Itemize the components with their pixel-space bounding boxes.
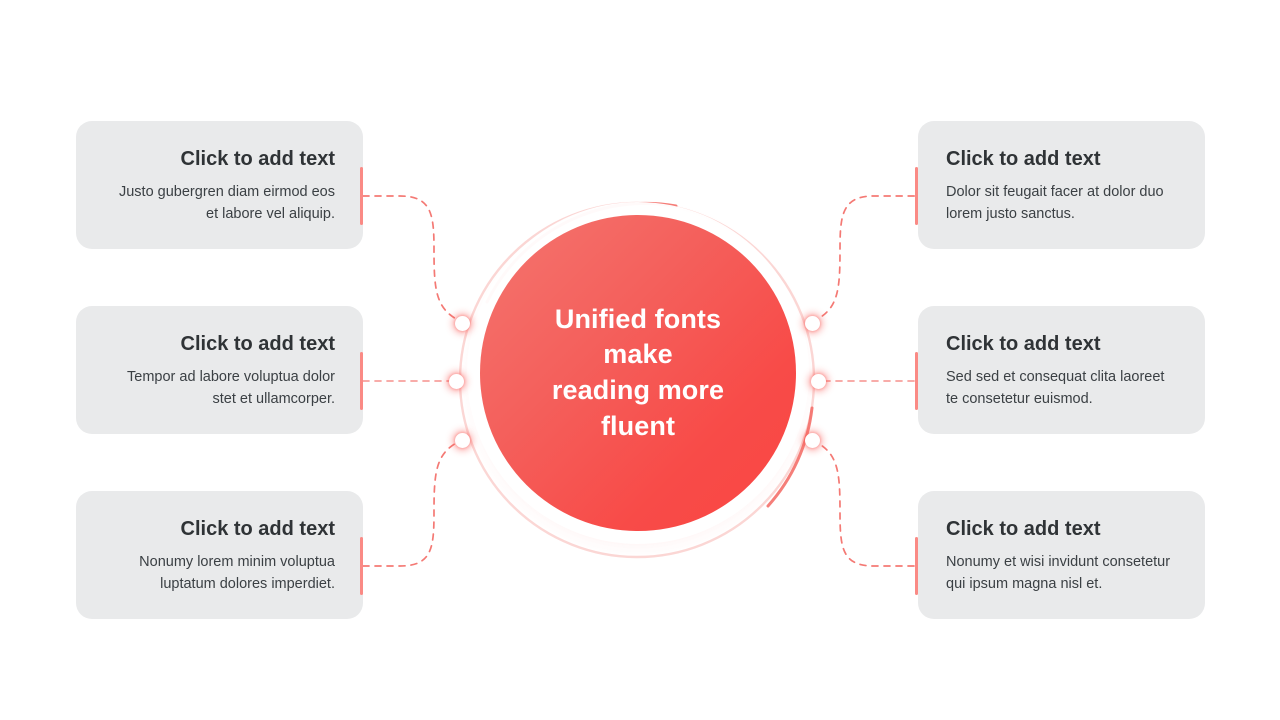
card-body: Nonumy et wisi invidunt consetetur qui i… <box>946 554 1171 593</box>
card-title: Click to add text <box>946 148 1101 170</box>
card-body: Tempor ad labore voluptua dolor stet et … <box>127 369 335 408</box>
card-title: Click to add text <box>180 518 335 540</box>
card-title: Click to add text <box>180 148 335 170</box>
node-dot-top-right[interactable] <box>805 316 820 331</box>
connector-top-left <box>362 195 463 323</box>
accent-bar-top-left <box>360 167 363 225</box>
node-dot-bottom-right[interactable] <box>805 433 820 448</box>
accent-bar-bottom-right <box>915 537 918 595</box>
card-bottom-left[interactable]: Click to add text Nonumy lorem minim vol… <box>76 491 363 620</box>
card-body: Nonumy lorem minim voluptua luptatum dol… <box>139 554 335 593</box>
outer-ring-accent-arc-bottom <box>766 406 814 508</box>
card-bottom-right[interactable]: Click to add text Nonumy et wisi invidun… <box>918 491 1205 620</box>
card-title: Click to add text <box>946 333 1101 355</box>
node-dot-middle-left[interactable] <box>449 374 464 389</box>
connector-top-right <box>811 195 919 323</box>
hub-disc: Unified fonts make reading more fluent <box>480 215 796 531</box>
card-title: Click to add text <box>180 333 335 355</box>
card-middle-left[interactable]: Click to add text Tempor ad labore volup… <box>76 306 363 435</box>
connector-bottom-left <box>362 439 463 567</box>
accent-bar-middle-right <box>915 352 918 410</box>
accent-bar-bottom-left <box>360 537 363 595</box>
card-top-left[interactable]: Click to add text Justo gubergren diam e… <box>76 121 363 250</box>
card-body: Justo gubergren diam eirmod eos et labor… <box>118 184 335 223</box>
connector-bottom-right <box>811 439 919 567</box>
outer-ring-accent-arc-top <box>485 201 678 304</box>
card-top-right[interactable]: Click to add text Dolor sit feugait face… <box>918 121 1205 250</box>
accent-bar-top-right <box>915 167 918 225</box>
accent-bar-middle-left <box>360 352 363 410</box>
central-hub: Unified fonts make reading more fluent <box>457 200 817 560</box>
node-dot-top-left[interactable] <box>455 316 470 331</box>
card-body: Dolor sit feugait facer at dolor duo lor… <box>946 184 1164 223</box>
card-title: Click to add text <box>946 518 1101 540</box>
node-dot-middle-right[interactable] <box>811 374 826 389</box>
card-body: Sed sed et consequat clita laoreet te co… <box>946 369 1165 408</box>
hub-title: Unified fonts make reading more fluent <box>551 303 725 441</box>
card-middle-right[interactable]: Click to add text Sed sed et consequat c… <box>918 306 1205 435</box>
node-dot-bottom-left[interactable] <box>455 433 470 448</box>
